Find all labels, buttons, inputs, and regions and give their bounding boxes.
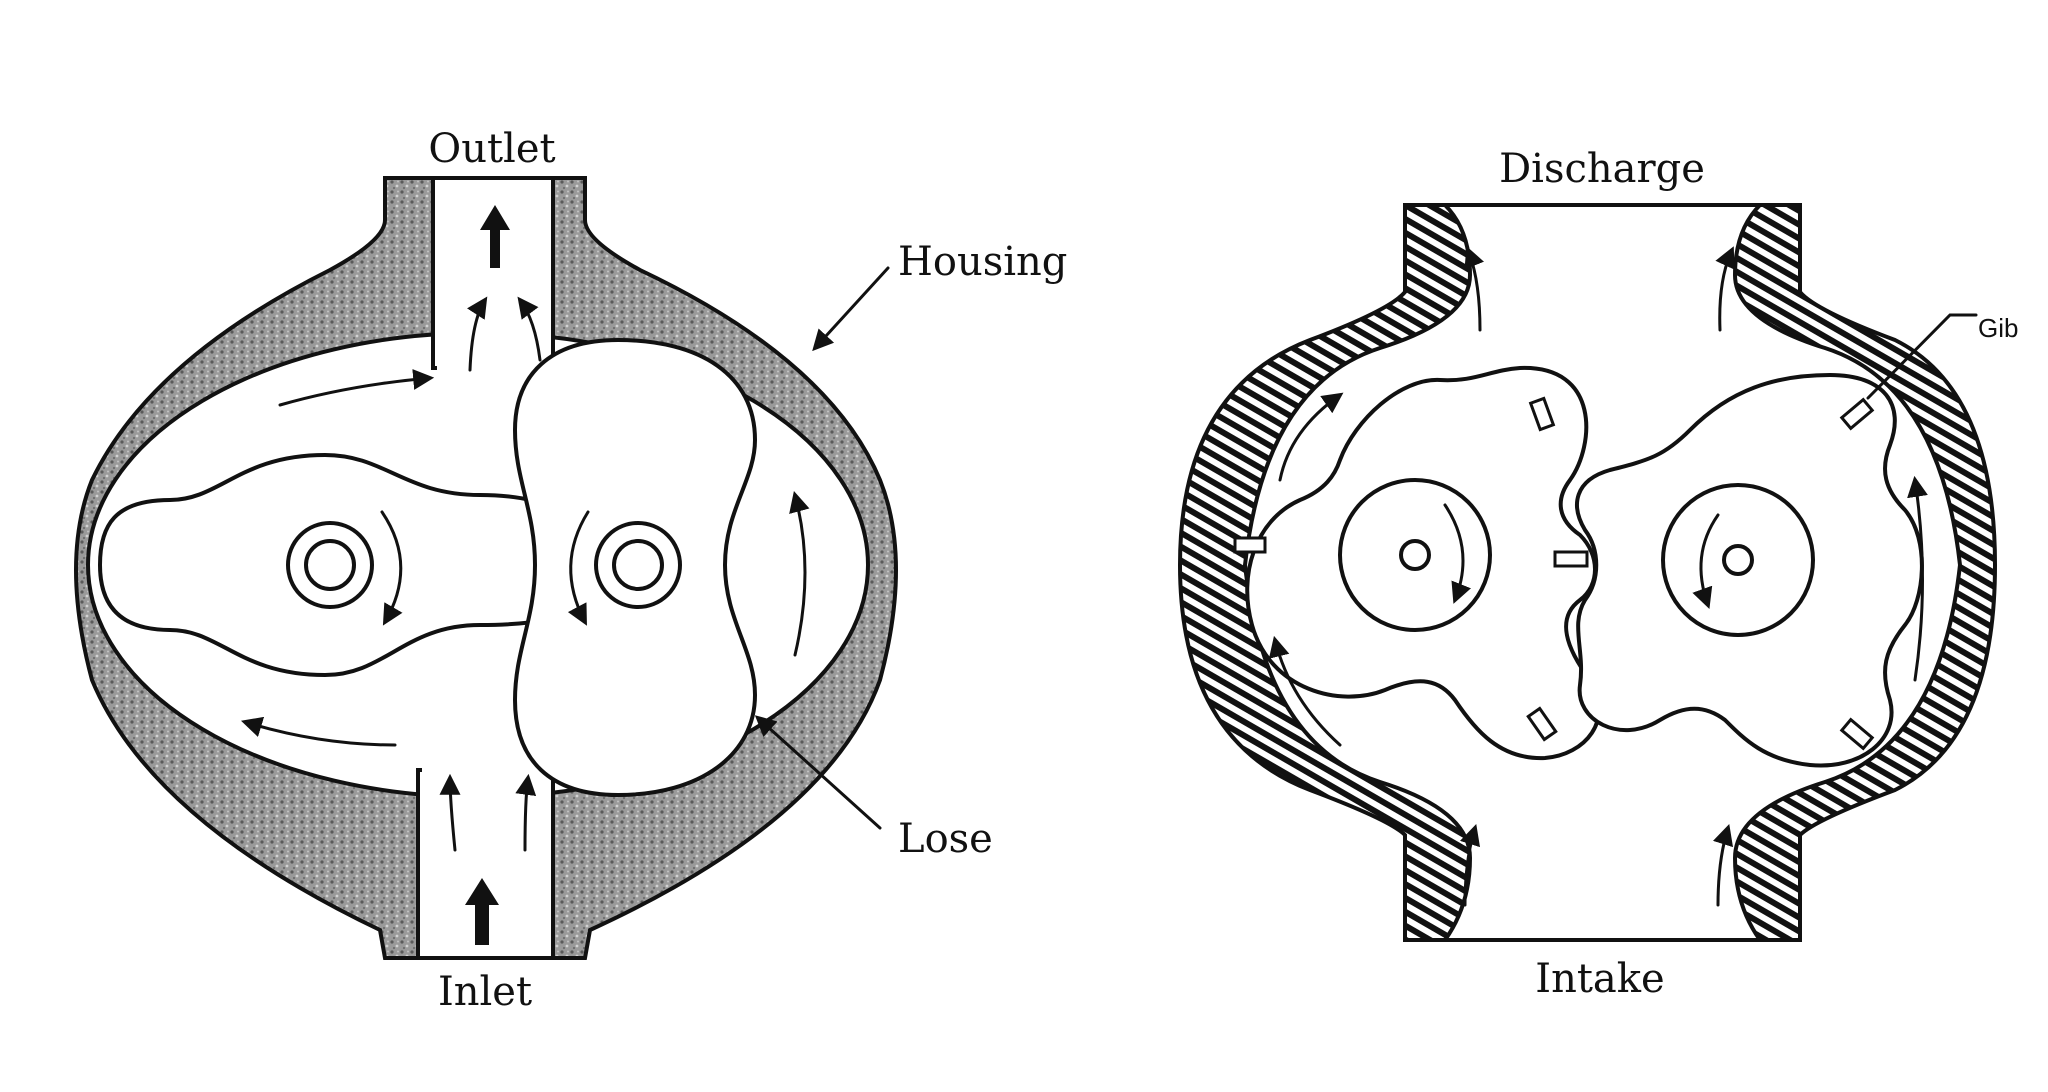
flow-arrow-icon — [1907, 475, 1928, 682]
outlet-flow-arrow-icon — [480, 205, 510, 268]
inlet-flow-arrow-icon — [465, 878, 499, 945]
gib-label: Gib — [1978, 313, 2018, 343]
gib-leader-line — [1866, 313, 1978, 400]
flow-arrows — [1268, 246, 1928, 907]
flow-arrow-icon — [1268, 635, 1342, 747]
right-axle — [1722, 544, 1754, 576]
gib-vane-icon — [1528, 396, 1556, 432]
left-axle — [1399, 539, 1431, 571]
left-shaft-inner — [304, 539, 356, 591]
flow-arrow-icon — [278, 369, 435, 407]
lose-label: Lose — [898, 816, 993, 862]
flow-arrow-icon — [517, 296, 542, 362]
lose-leader-line — [754, 715, 882, 830]
gib-vane-icon — [1839, 397, 1875, 431]
housing-leader-line — [812, 266, 890, 352]
housing-wall-left — [1177, 203, 1473, 942]
flow-arrow-icon — [439, 773, 461, 852]
outlet-label: Outlet — [428, 126, 555, 172]
flow-arrow-icon — [515, 773, 537, 852]
gib-vanes — [1233, 396, 1875, 751]
flow-arrow-icon — [789, 490, 810, 657]
gib-vane-icon — [1526, 706, 1558, 742]
flow-arrows — [240, 205, 810, 945]
discharge-label: Discharge — [1499, 146, 1705, 192]
gib-vane-icon — [1553, 550, 1589, 568]
housing-label: Housing — [898, 239, 1067, 285]
gib-vane-icon — [1839, 717, 1875, 751]
flow-arrow-icon — [1715, 246, 1735, 332]
housing-wall-right — [1732, 203, 1998, 942]
flow-arrow-icon — [240, 716, 397, 747]
flow-arrow-icon — [1459, 823, 1481, 907]
flow-arrow-icon — [1712, 823, 1734, 907]
intake-label: Intake — [1535, 956, 1664, 1002]
right-rotation-arrow — [567, 510, 590, 626]
three-lobe-pump-diagram: Discharge Intake Gib — [1177, 146, 2018, 1002]
flow-arrow-icon — [467, 296, 488, 372]
roots-pump-diagram: Outlet Inlet Housing Lose — [74, 126, 1067, 1015]
gib-vane-icon — [1233, 536, 1267, 554]
left-rotation-arrow — [1443, 503, 1471, 604]
inlet-label: Inlet — [438, 969, 532, 1015]
left-rotation-arrow — [380, 510, 403, 626]
flow-arrow-icon — [1464, 246, 1484, 332]
right-shaft-inner — [612, 539, 664, 591]
flow-arrow-icon — [1278, 392, 1344, 482]
right-rotation-arrow — [1692, 513, 1720, 609]
